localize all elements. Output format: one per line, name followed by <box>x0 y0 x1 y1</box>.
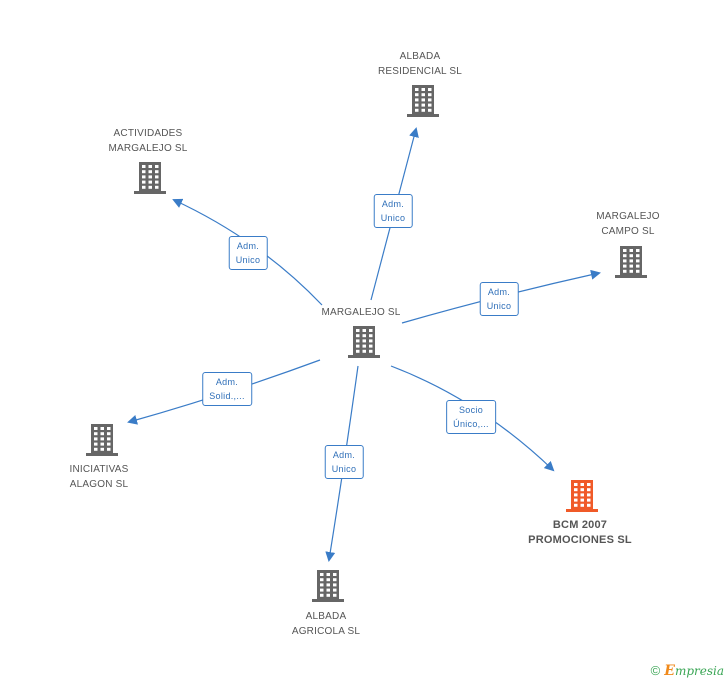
edge-label-bcm[interactable]: Socio Único,... <box>446 400 496 434</box>
brand-initial: E <box>664 663 675 679</box>
building-icon <box>312 570 344 602</box>
edge-label-albada_residencial[interactable]: Adm. Unico <box>373 194 413 228</box>
footer-brand: ©Empresia <box>651 663 724 679</box>
edge-label-actividades[interactable]: Adm. Unico <box>228 236 268 270</box>
brand-name: mpresia <box>674 664 724 678</box>
node-label-albada_residencial[interactable]: ALBADA RESIDENCIAL SL <box>377 51 463 77</box>
building-icon <box>86 424 118 456</box>
building-icon <box>407 85 439 117</box>
edge-label-margalejo_campo[interactable]: Adm. Unico <box>479 282 519 316</box>
building-icon <box>615 246 647 278</box>
edge-label-iniciativas[interactable]: Adm. Solid.,... <box>202 372 252 406</box>
node-label-margalejo_campo[interactable]: MARGALEJO CAMPO SL <box>596 211 660 237</box>
node-label-iniciativas[interactable]: INICIATIVAS ALAGON SL <box>69 464 129 490</box>
node-label-albada_agricola[interactable]: ALBADA AGRICOLA SL <box>291 611 361 637</box>
building-icon <box>566 480 598 512</box>
edge-label-albada_agricola[interactable]: Adm. Unico <box>324 445 364 479</box>
node-label-bcm[interactable]: BCM 2007 PROMOCIONES SL <box>528 519 632 546</box>
node-label-margalejo[interactable]: MARGALEJO SL <box>321 307 401 318</box>
building-icon <box>134 162 166 194</box>
copyright-symbol: © <box>650 663 661 678</box>
building-icon <box>348 326 380 358</box>
node-label-actividades[interactable]: ACTIVIDADES MARGALEJO SL <box>108 128 188 154</box>
brand-logo: Empresia <box>664 663 724 679</box>
